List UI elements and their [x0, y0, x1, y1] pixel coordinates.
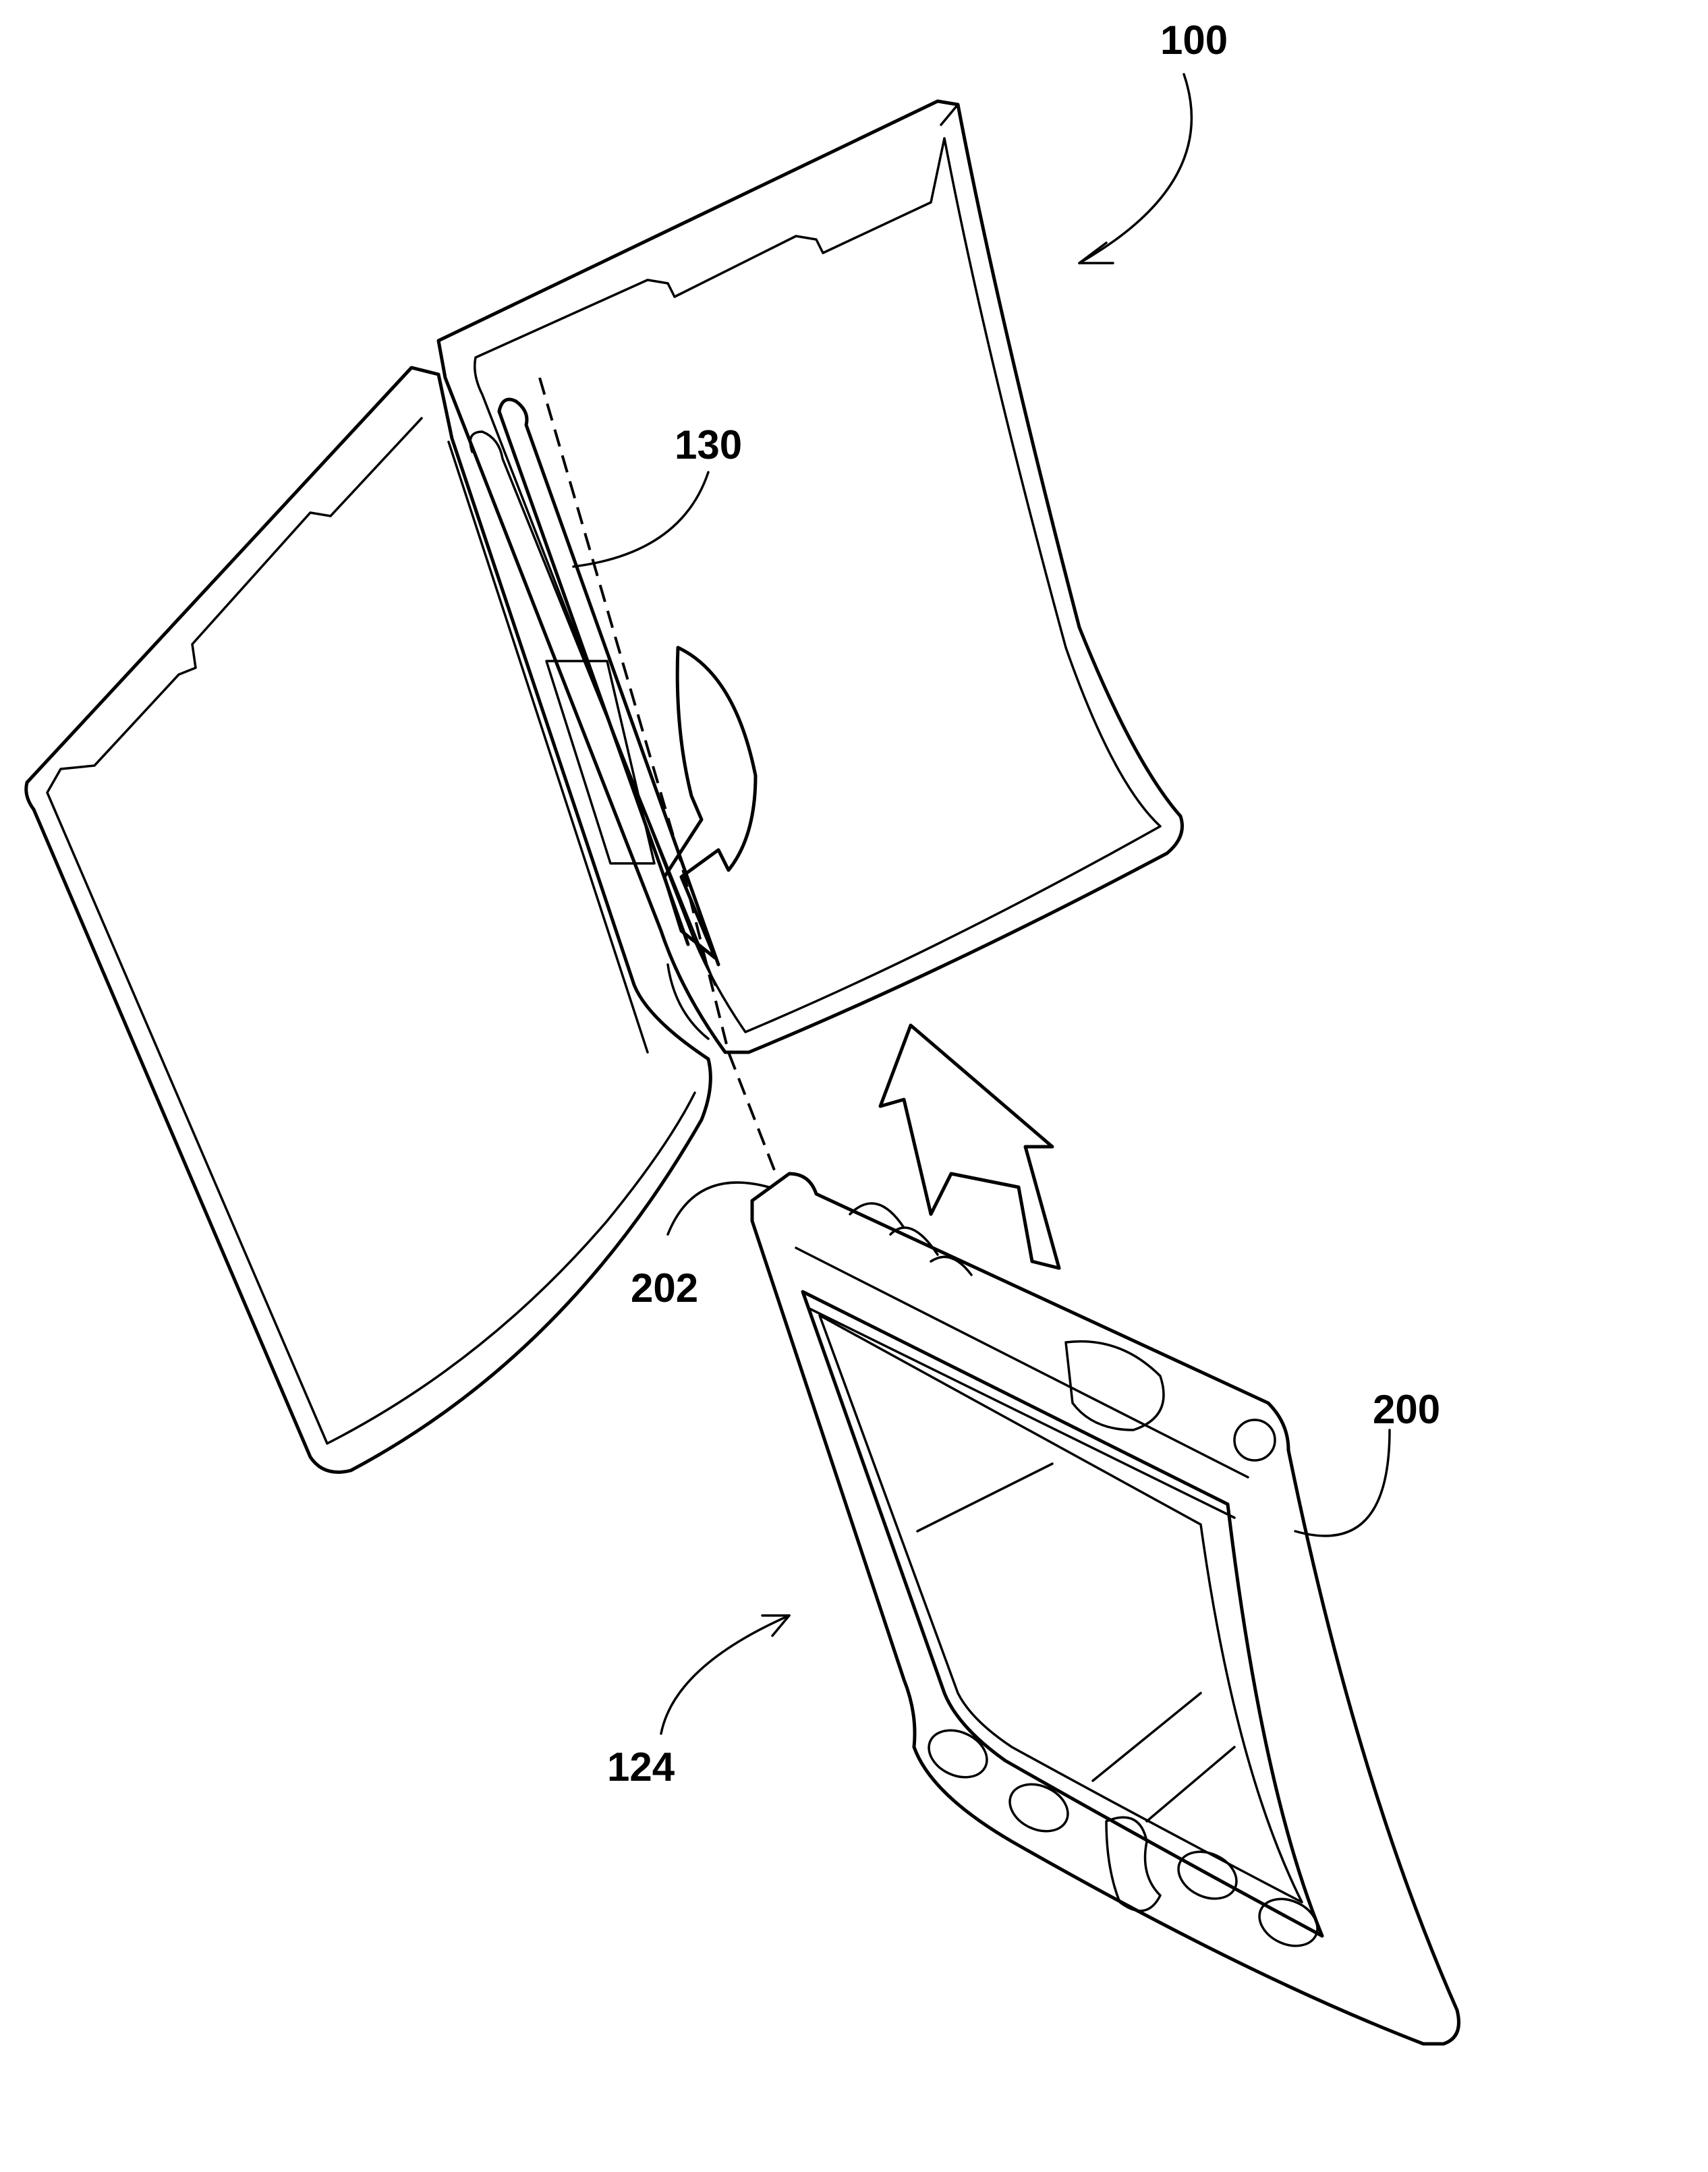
- label-200: 200: [1373, 1387, 1440, 1432]
- label-124: 124: [607, 1744, 675, 1790]
- leader-130: [573, 472, 708, 567]
- stylus: [470, 399, 718, 985]
- label-100: 100: [1160, 18, 1228, 63]
- handheld-device: [752, 1174, 1459, 2044]
- leader-124: [661, 1616, 789, 1734]
- insertion-path: [540, 378, 776, 1174]
- left-cover-panel: [26, 368, 711, 1473]
- label-202: 202: [631, 1265, 698, 1311]
- label-130: 130: [675, 422, 742, 467]
- insertion-arrow: [880, 1025, 1059, 1268]
- leader-200: [1295, 1430, 1390, 1536]
- leader-100: [1079, 74, 1191, 263]
